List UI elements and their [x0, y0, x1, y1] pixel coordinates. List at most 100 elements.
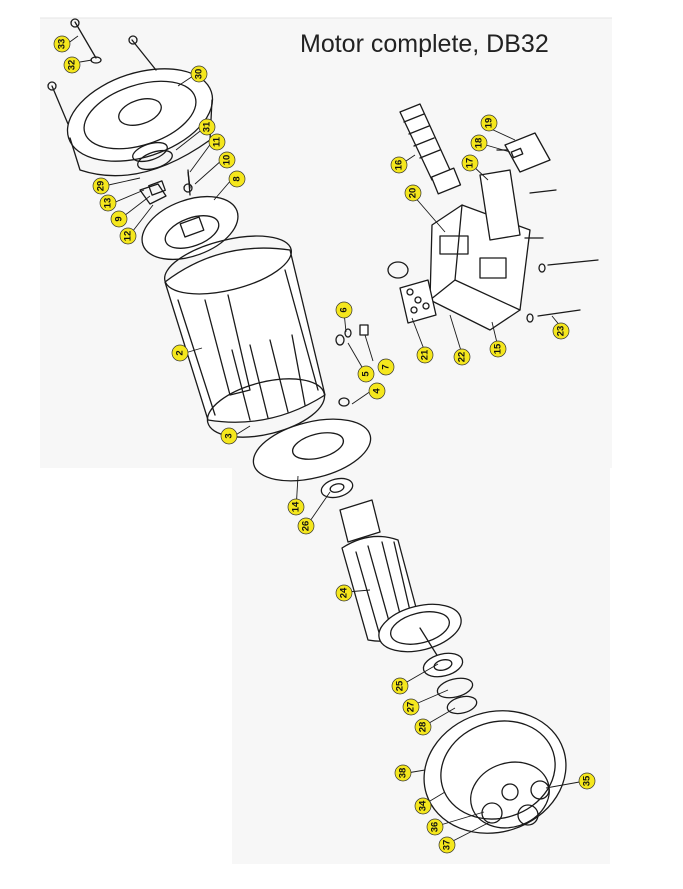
part-callout-2: 2: [171, 344, 189, 362]
callout-badge: [297, 517, 315, 535]
callout-badge: [438, 836, 456, 854]
callout-badge: [470, 134, 488, 152]
part-callout-20: 20: [404, 184, 422, 202]
callout-badge: [335, 301, 353, 319]
part-callout-7: 7: [377, 358, 395, 376]
page-title: Motor complete, DB32: [300, 30, 549, 58]
part-callout-15: 15: [489, 340, 507, 358]
callout-badge: [368, 382, 386, 400]
callout-number: 34: [418, 800, 429, 811]
part-callout-26: 26: [297, 517, 315, 535]
callout-badge: [99, 194, 117, 212]
box-screws: [524, 189, 599, 323]
callout-number: 27: [406, 702, 417, 713]
callout-number: 30: [194, 69, 205, 80]
callout-number: 29: [96, 181, 107, 192]
callout-badge: [402, 698, 420, 716]
callout-number: 16: [394, 160, 405, 171]
callout-badge: [228, 170, 246, 188]
part-callout-35: 35: [578, 772, 596, 790]
cable-gland: [399, 103, 462, 195]
callout-number: 2: [175, 350, 186, 355]
part-callout-29: 29: [92, 177, 110, 195]
callout-number: 25: [395, 680, 406, 691]
callout-number: 10: [222, 155, 233, 166]
part-callout-9: 9: [110, 210, 128, 228]
callout-number: 32: [67, 60, 78, 71]
callout-badge: [404, 184, 422, 202]
callout-badge: [190, 65, 208, 83]
part-callout-3: 3: [220, 427, 238, 445]
callout-badge: [92, 177, 110, 195]
callout-number: 20: [408, 188, 419, 199]
gear-flange: [423, 710, 567, 834]
callout-badge: [208, 133, 226, 151]
part-callout-17: 17: [461, 154, 479, 172]
callout-number: 22: [457, 352, 468, 363]
part-callout-5: 5: [357, 365, 375, 383]
part-callout-34: 34: [414, 797, 432, 815]
callout-number: 9: [114, 216, 125, 221]
callout-number: 12: [123, 231, 134, 242]
callout-number: 19: [484, 118, 495, 129]
part-callout-36: 36: [426, 818, 444, 836]
part-callout-27: 27: [402, 698, 420, 716]
callout-number: 17: [465, 158, 476, 169]
callout-number: 7: [381, 364, 392, 369]
callout-badge: [119, 227, 137, 245]
part-callout-25: 25: [391, 677, 409, 695]
callout-number: 21: [420, 349, 431, 360]
part-callout-38: 38: [394, 764, 412, 782]
part-callout-10: 10: [218, 151, 236, 169]
part-callout-13: 13: [99, 194, 117, 212]
callout-number: 35: [582, 775, 593, 786]
callout-badge: [489, 340, 507, 358]
callout-number: 5: [361, 371, 372, 377]
part-callout-32: 32: [63, 56, 81, 74]
callout-badge: [220, 427, 238, 445]
callout-number: 26: [301, 521, 312, 532]
callout-badge: [377, 358, 395, 376]
callout-badge: [414, 797, 432, 815]
callout-number: 37: [442, 840, 453, 851]
callout-badge: [391, 677, 409, 695]
part-callout-31: 31: [198, 118, 216, 136]
callout-number: 4: [372, 388, 383, 394]
callout-badge: [461, 154, 479, 172]
callout-number: 24: [339, 587, 350, 598]
part-callout-19: 19: [480, 114, 498, 132]
callout-badge: [552, 322, 570, 340]
part-callout-33: 33: [53, 35, 71, 53]
gasket: [252, 418, 372, 482]
callout-number: 3: [224, 433, 235, 438]
callout-number: 36: [430, 822, 441, 833]
callout-badge: [198, 118, 216, 136]
callout-number: 6: [339, 307, 350, 312]
callout-badge: [335, 584, 353, 602]
part-callout-12: 12: [119, 227, 137, 245]
callout-badge: [480, 114, 498, 132]
callout-badge: [53, 35, 71, 53]
bearing-stack: [422, 652, 478, 715]
callout-number: 28: [418, 722, 429, 733]
callout-number: 14: [291, 501, 302, 512]
terminal-block: [387, 261, 437, 324]
callout-badge: [416, 346, 434, 364]
cap-screws: [47, 18, 157, 125]
callout-badge: [357, 365, 375, 383]
small-fasteners: [335, 324, 369, 407]
callout-number: 33: [57, 39, 68, 50]
callout-number: 18: [474, 138, 485, 149]
callout-badge: [453, 348, 471, 366]
part-callout-14: 14: [287, 498, 305, 516]
part-callout-28: 28: [414, 718, 432, 736]
part-callout-6: 6: [335, 301, 353, 319]
callout-badge: [394, 764, 412, 782]
callout-badge: [287, 498, 305, 516]
callout-badge: [171, 344, 189, 362]
callout-number: 15: [493, 343, 504, 354]
callout-number: 31: [202, 121, 213, 132]
part-callout-11: 11: [208, 133, 226, 151]
part-callout-22: 22: [453, 348, 471, 366]
